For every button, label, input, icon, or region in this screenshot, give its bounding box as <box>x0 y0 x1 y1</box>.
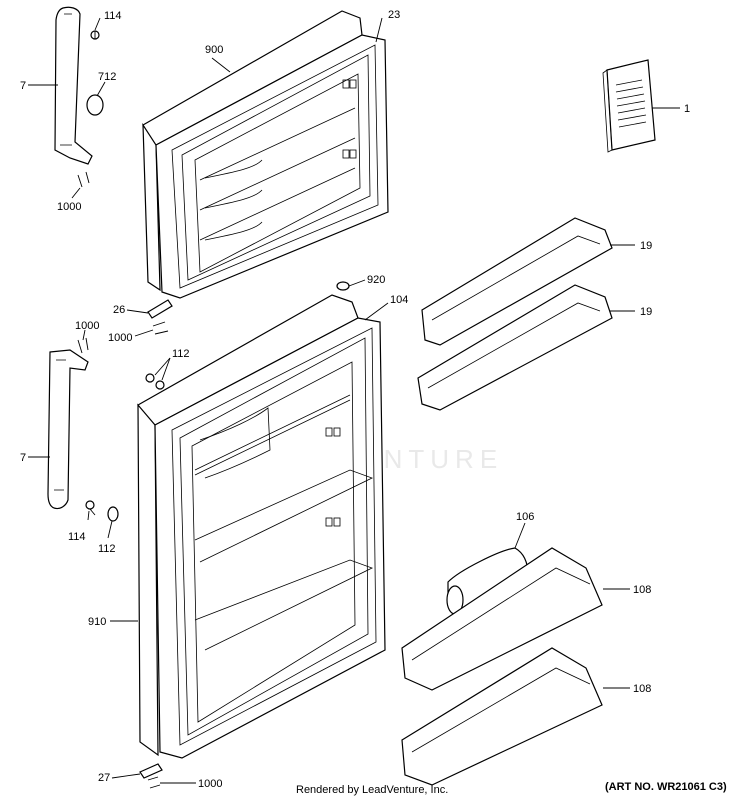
screws-1000-d[interactable] <box>147 776 161 789</box>
leader-lines <box>28 17 680 784</box>
freezer-door[interactable] <box>142 10 389 299</box>
label-114-bottom: 114 <box>68 531 86 543</box>
footer-credit: Rendered by LeadVenture, Inc. <box>296 784 448 796</box>
screws-1000-b[interactable] <box>77 337 89 354</box>
label-112-top: 112 <box>172 348 190 360</box>
label-19-bottom: 19 <box>640 306 652 318</box>
label-23: 23 <box>388 9 400 21</box>
label-19-top: 19 <box>640 240 652 252</box>
shelf-bin-19-bottom[interactable] <box>417 284 613 411</box>
screws-1000-a[interactable] <box>77 171 90 188</box>
hinge-26[interactable] <box>147 299 173 319</box>
label-26: 26 <box>113 304 125 316</box>
plug-920[interactable] <box>336 281 350 291</box>
screws-1000-c[interactable] <box>152 321 169 335</box>
screw-114-top[interactable] <box>90 30 100 40</box>
label-106: 106 <box>516 511 534 523</box>
label-7-bottom: 7 <box>20 452 26 464</box>
label-27: 27 <box>98 772 110 784</box>
hinge-27[interactable] <box>139 763 163 779</box>
art-number: (ART NO. WR21061 C3) <box>605 781 727 793</box>
label-108-top: 108 <box>633 584 651 596</box>
fresh-food-handle[interactable] <box>47 349 89 510</box>
owner-manual[interactable] <box>602 59 656 153</box>
label-104: 104 <box>390 294 408 306</box>
label-1: 1 <box>684 103 690 115</box>
label-900: 900 <box>205 44 223 56</box>
label-7-top: 7 <box>20 80 26 92</box>
plug[interactable] <box>86 94 104 116</box>
label-108-bottom: 108 <box>633 683 651 695</box>
label-112-bottom: 112 <box>98 543 116 555</box>
door-bin-108-top[interactable] <box>401 547 603 691</box>
label-712: 712 <box>98 71 116 83</box>
label-1000-c: 1000 <box>108 332 132 344</box>
door-bin-108-bottom[interactable] <box>401 647 603 786</box>
hinge-cap-112-bottom[interactable] <box>107 506 119 522</box>
label-114-top: 114 <box>104 10 122 22</box>
fresh-food-door[interactable] <box>137 294 386 759</box>
screw-114-bottom[interactable] <box>85 500 96 516</box>
shelf-bin-19-top[interactable] <box>421 217 613 346</box>
label-910: 910 <box>88 616 106 628</box>
label-1000-a: 1000 <box>57 201 81 213</box>
label-1000-b: 1000 <box>75 320 99 332</box>
label-920: 920 <box>367 274 385 286</box>
hinge-caps-112-top[interactable] <box>145 373 165 390</box>
label-1000-d: 1000 <box>198 778 222 790</box>
freezer-handle[interactable] <box>54 6 93 165</box>
